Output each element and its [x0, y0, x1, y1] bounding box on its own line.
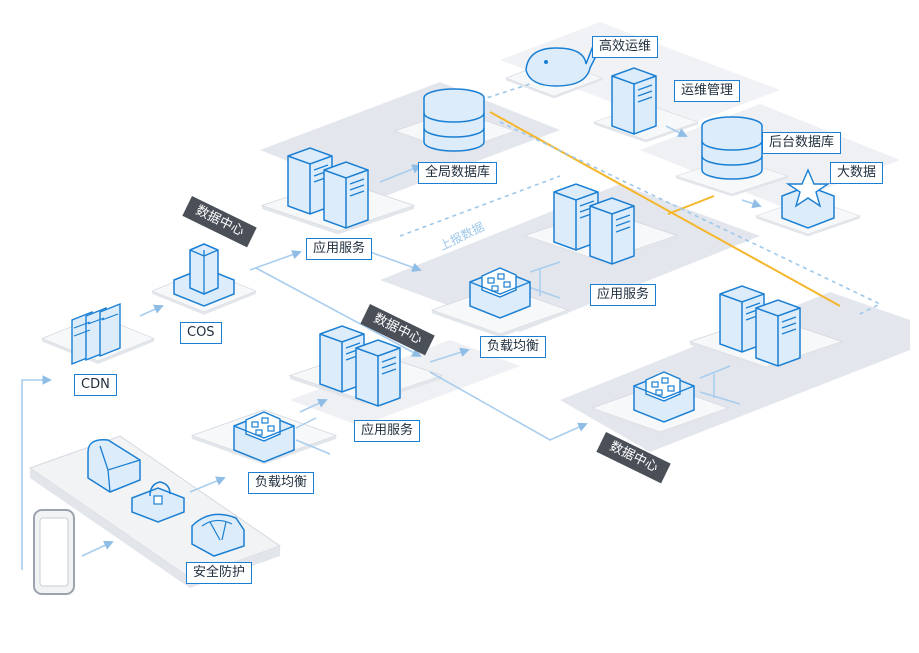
lb-branch-links: [295, 261, 741, 455]
shield-icon: [191, 513, 245, 557]
file-stack-icon: [71, 302, 121, 366]
server-icon: [755, 299, 801, 367]
label-app-service-top: 应用服务: [306, 238, 373, 260]
arrow-links: [21, 125, 762, 570]
label-big-data: 大数据: [830, 162, 884, 184]
label-cdn: CDN: [74, 374, 117, 396]
orange-backbone: [489, 111, 841, 307]
label-security: 安全防护: [186, 562, 253, 584]
label-ops-efficient: 高效运维: [592, 36, 659, 58]
label-global-db: 全局数据库: [418, 162, 498, 184]
label-app-service-mid: 应用服务: [590, 284, 657, 306]
star-box-icon: [781, 168, 835, 229]
database-icon: [701, 116, 763, 180]
building-icon: [173, 243, 235, 307]
server-icon: [589, 197, 635, 265]
database-icon: [423, 88, 485, 152]
label-cos: COS: [180, 322, 222, 344]
mobile-phone-icon: [33, 509, 75, 595]
label-lb-mid: 负载均衡: [480, 336, 547, 358]
server-icon: [355, 339, 401, 407]
firewall-icon: [87, 439, 141, 493]
label-backend-db: 后台数据库: [762, 132, 842, 154]
dashed-links: [399, 83, 882, 315]
lock-icon: [131, 481, 185, 523]
server-icon: [323, 161, 369, 229]
label-app-service-low: 应用服务: [354, 420, 421, 442]
label-lb-low: 负载均衡: [248, 472, 315, 494]
label-ops-manage: 运维管理: [674, 80, 741, 102]
server-icon: [611, 67, 657, 135]
